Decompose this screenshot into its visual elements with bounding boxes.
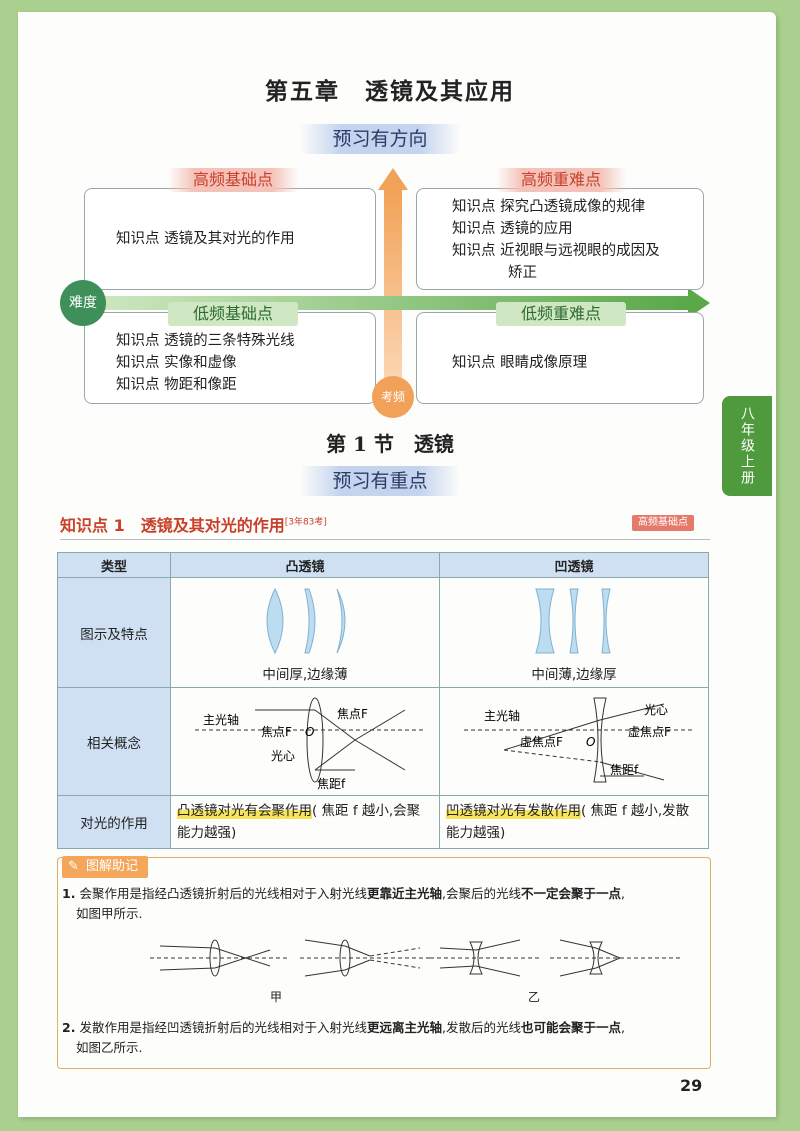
table-row: 相关概念 主光轴 焦点F O 焦点F 光心 焦距f — [57, 687, 709, 796]
quadrant-top-right — [416, 188, 704, 290]
concave-concept-diagram: 主光轴 虚焦点F O 光心 虚焦点F 焦距f — [464, 697, 694, 782]
kp-item: 知识点 透镜的应用 — [452, 221, 573, 237]
concave-concept-cell: 主光轴 虚焦点F O 光心 虚焦点F 焦距f — [439, 687, 709, 796]
p1-text: , — [620, 886, 625, 901]
knowledge-point-title: 知识点 1 透镜及其对光的作用[3年83考] — [60, 512, 327, 536]
preview-direction-label: 预习有方向 — [332, 128, 428, 150]
tag-low-freq-basic: 低频基础点 — [168, 302, 298, 326]
frequency-arrow-head — [378, 168, 408, 190]
p1-text: 会聚作用是指经凸透镜折射后的光线相对于入射光线 — [79, 886, 367, 901]
convex-concept-diagram: 主光轴 焦点F O 焦点F 光心 焦距f — [195, 697, 425, 791]
p2-bold: 也可能会聚于一点 — [520, 1020, 621, 1035]
kp-item: 矫正 — [508, 265, 537, 281]
center-label: 光心 — [271, 749, 295, 763]
p1-bold: 更靠近主光轴 — [366, 886, 442, 901]
row-label: 图示及特点 — [57, 577, 171, 688]
memo-tag: ✎ 图解助记 — [62, 856, 149, 878]
preview-focus-banner: 预习有重点 — [300, 466, 460, 496]
tag-high-freq-hard: 高频重难点 — [496, 168, 626, 192]
caption-jia: 甲 — [270, 990, 283, 1004]
grade-side-tab: 八年级上册 — [722, 396, 772, 496]
o-label: O — [586, 735, 595, 749]
frequency-axis — [384, 190, 402, 390]
focal-label: 焦距f — [610, 763, 639, 777]
convex-figure-cell: 中间厚,边缘薄 — [170, 577, 440, 688]
page-number: 29 — [680, 1076, 703, 1095]
convex-effect-cell: 凸透镜对光有会聚作用( 焦距 f 越小,会聚能力越强) — [170, 795, 440, 849]
concave-lens-shapes — [535, 588, 611, 653]
p1-text: ,会聚后的光线 — [441, 886, 521, 901]
kp-item: 知识点 探究凸透镜成像的规律 — [452, 199, 646, 215]
header-concave: 凹透镜 — [439, 552, 709, 578]
kp-item: 知识点 物距和像距 — [116, 377, 237, 393]
kp-note: [3年83考] — [284, 517, 327, 528]
focus-left-label: 焦点F — [261, 725, 292, 739]
p1-bold: 不一定会聚于一点 — [520, 886, 621, 901]
memo-paragraph-2: 2. 发散作用是指经凹透镜折射后的光线相对于入射光线更远离主光轴,发散后的光线也… — [62, 1018, 702, 1058]
preview-direction-banner: 预习有方向 — [300, 124, 460, 154]
memo-diagrams — [150, 939, 680, 977]
concave-effect-cell: 凹透镜对光有发散作用( 焦距 f 越小,发散能力越强) — [439, 795, 709, 849]
pencil-icon: ✎ — [68, 859, 79, 874]
chapter-title: 第五章 透镜及其应用 — [265, 79, 515, 105]
convex-feature: 中间厚,边缘薄 — [262, 666, 348, 683]
p1-tail: 如图甲所示. — [76, 906, 143, 921]
o-label: O — [305, 725, 314, 739]
concave-effect-highlight: 凹透镜对光有发散作用 — [446, 803, 581, 819]
kp-badge: 高频基础点 — [632, 515, 694, 531]
axis-label: 主光轴 — [203, 712, 239, 727]
memo-paragraph-1: 1. 会聚作用是指经凸透镜折射后的光线相对于入射光线更靠近主光轴,会聚后的光线不… — [62, 884, 702, 924]
convex-effect-highlight: 凸透镜对光有会聚作用 — [177, 803, 312, 819]
header-convex: 凸透镜 — [170, 552, 440, 578]
convex-lens-shapes — [266, 587, 346, 654]
memo-tag-label: 图解助记 — [86, 859, 139, 874]
tag-high-freq-basic: 高频基础点 — [168, 168, 298, 192]
concave-effect-rest: ( 焦距 f 越小,发散能力越强) — [446, 803, 690, 841]
kp-title-text: 知识点 1 透镜及其对光的作用 — [60, 516, 285, 535]
divider — [60, 539, 710, 540]
quadrant-bottom-right — [416, 312, 704, 404]
row-label: 相关概念 — [57, 687, 171, 796]
kp-item: 知识点 实像和虚像 — [116, 355, 237, 371]
section-title: 第 1 节 透镜 — [326, 432, 454, 456]
lens-table: 类型 凸透镜 凹透镜 图示及特点 中间厚,边缘薄 中间薄,边缘厚 相关概念 — [57, 552, 709, 849]
p2-text: 发散作用是指经凹透镜折射后的光线相对于入射光线 — [79, 1020, 367, 1035]
caption-yi: 乙 — [528, 990, 541, 1004]
convex-concept-cell: 主光轴 焦点F O 焦点F 光心 焦距f — [170, 687, 440, 796]
frequency-label: 考频 — [372, 376, 414, 418]
virtual-focus-right-label: 虚焦点F — [628, 725, 671, 739]
focus-right-label: 焦点F — [337, 707, 368, 721]
quadrant-top-left — [84, 188, 376, 290]
p1-number: 1. — [62, 886, 76, 901]
focal-label: 焦距f — [317, 777, 346, 791]
table-row: 图示及特点 中间厚,边缘薄 中间薄,边缘厚 — [57, 577, 709, 688]
p2-text: ,发散后的光线 — [441, 1020, 521, 1035]
convex-effect-rest: ( 焦距 f 越小,会聚能力越强) — [177, 803, 421, 841]
kp-item: 知识点 近视眼与远视眼的成因及 — [452, 243, 660, 259]
memo-box — [57, 857, 711, 1069]
tag-low-freq-hard: 低频重难点 — [496, 302, 626, 326]
kp-item: 知识点 眼睛成像原理 — [452, 355, 588, 371]
p2-number: 2. — [62, 1020, 76, 1035]
p2-text: , — [620, 1020, 625, 1035]
header-type: 类型 — [57, 552, 171, 578]
table-row: 对光的作用 凸透镜对光有会聚作用( 焦距 f 越小,会聚能力越强) 凹透镜对光有… — [57, 795, 709, 849]
kp-item: 知识点 透镜及其对光的作用 — [116, 231, 295, 247]
p2-tail: 如图乙所示. — [76, 1040, 143, 1055]
center-label: 光心 — [644, 703, 668, 717]
preview-focus-label: 预习有重点 — [332, 470, 428, 492]
table-header-row: 类型 凸透镜 凹透镜 — [57, 552, 709, 578]
concave-feature: 中间薄,边缘厚 — [531, 666, 617, 683]
row-label: 对光的作用 — [57, 795, 171, 849]
kp-item: 知识点 透镜的三条特殊光线 — [116, 333, 295, 349]
concave-figure-cell: 中间薄,边缘厚 — [439, 577, 709, 688]
virtual-focus-left-label: 虚焦点F — [520, 735, 563, 749]
quadrant-bottom-left — [84, 312, 376, 404]
axis-label: 主光轴 — [484, 708, 520, 723]
difficulty-arrow-head — [688, 288, 710, 318]
p2-bold: 更远离主光轴 — [366, 1020, 442, 1035]
difficulty-label: 难度 — [60, 280, 106, 326]
